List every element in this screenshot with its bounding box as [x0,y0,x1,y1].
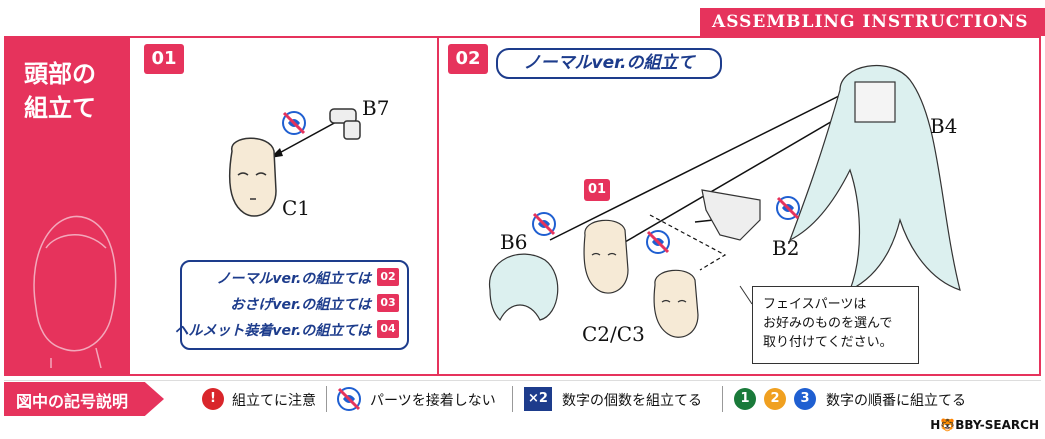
order-number-2-icon: 2 [764,388,786,410]
ref-text: ヘルメット装着ver.の組立ては [174,323,371,339]
step-02-badge: 02 [448,44,488,74]
step1-illustration [228,108,361,217]
ref-row: ノーマルver.の組立ては 02 [182,266,407,290]
legend-bar [4,380,1041,419]
label-b2: B2 [772,236,800,260]
face-c3-icon [653,269,699,338]
section-divider [437,38,439,374]
ref-step-number: 03 [377,294,399,312]
order-number-1-icon: 1 [734,388,756,410]
caution-icon: ! [202,388,224,410]
label-b7: B7 [362,96,390,120]
face-c2-icon [583,219,629,294]
legend-separator [722,386,723,412]
head-c1-icon [228,137,277,217]
ref-step-number: 04 [377,320,399,338]
hair-b6-icon [489,253,559,322]
legend-separator [512,386,513,412]
step-01-badge: 01 [144,44,184,74]
face-parts-note: フェイスパーツは お好みのものを選んで 取り付けてください。 [752,286,919,364]
step2-illustration [489,65,961,338]
note-line: お好みのものを選んで [763,316,893,331]
legend-order-text: 数字の順番に組立てる [826,393,966,409]
legend-caution-text: 組立てに注意 [232,393,316,409]
part-b2-icon [701,189,761,241]
note-line: フェイスパーツは [763,297,867,312]
legend-separator [326,386,327,412]
assembly-arrow [549,82,866,241]
header-bar [700,8,1045,36]
side-title-line2: 組立て [24,94,96,122]
ref-text: おさげver.の組立ては [230,297,371,313]
hair-b4-icon [788,65,961,292]
side-title-line1: 頭部の [24,60,96,88]
label-b6: B6 [500,230,528,254]
no-glue-icon [337,387,361,411]
version-reference-box: ノーマルver.の組立ては 02 おさげver.の組立ては 03 ヘルメット装着… [174,260,409,350]
inner-step-badge: 01 [584,179,610,201]
instruction-frame [4,36,1041,376]
legend-title-tab: 図中の記号説明 [4,382,164,416]
no-glue-icon [646,230,670,254]
header-title: ASSEMBLING INSTRUCTIONS [712,12,1029,32]
label-c1: C1 [282,196,311,220]
note-line: 取り付けてください。 [763,335,893,350]
head-sketch-icon [33,215,117,368]
ref-row: ヘルメット装着ver.の組立ては 04 [174,318,407,342]
side-panel: 頭部の 組立て [6,38,130,374]
ref-step-number: 02 [377,268,399,286]
no-glue-icon [532,212,556,236]
multiply-count-icon: ×2 [524,387,552,411]
ref-text: ノーマルver.の組立ては [216,271,371,287]
normal-version-title: ノーマルver.の組立て [496,48,722,79]
label-c2c3: C2/C3 [582,322,645,346]
no-glue-icon [282,111,306,135]
part-b7-icon [329,108,361,140]
legend-count-text: 数字の個数を組立てる [562,393,702,409]
watermark: H🐯BBY-SEARCH [930,418,1039,432]
dashed-guide [649,214,727,271]
assembly-arrow [624,101,866,243]
ref-row: おさげver.の組立ては 03 [182,292,407,316]
assembly-arrow [271,120,339,158]
label-b4: B4 [930,114,958,138]
no-glue-icon [776,196,800,220]
legend-no-glue-text: パーツを接着しない [370,393,496,409]
legend-title: 図中の記号説明 [16,392,129,411]
order-number-3-icon: 3 [794,388,816,410]
